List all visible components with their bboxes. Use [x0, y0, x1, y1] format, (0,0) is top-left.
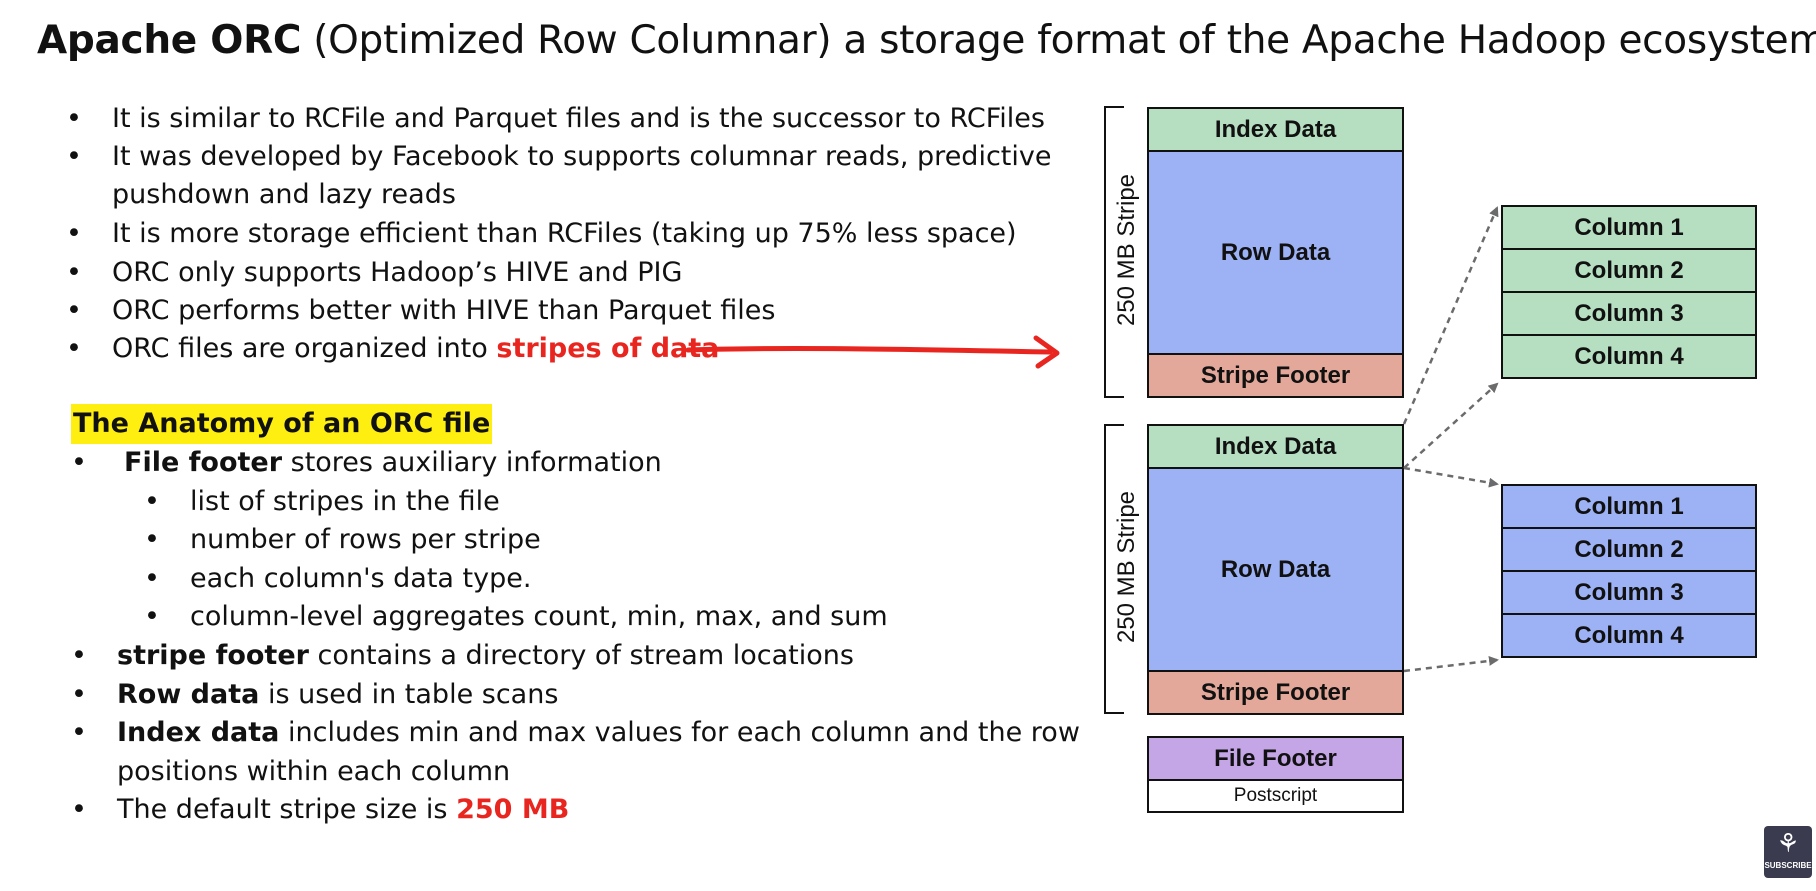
bullet-index-data-continuation: positions within each column — [117, 756, 511, 787]
index-column-3: Column 3 — [1501, 291, 1757, 336]
title-rest: (Optimized Row Columnar) a storage forma… — [301, 18, 1816, 63]
bullet-item: •It was developed by Facebook to support… — [66, 141, 1052, 172]
stripe-1-bracket — [1104, 106, 1124, 398]
bullet-default-size: •The default stripe size is 250 MB — [71, 794, 570, 825]
bullet-index-data: •Index data includes min and max values … — [71, 717, 1080, 748]
default-size-highlight: 250 MB — [456, 794, 570, 825]
flame-icon: ⚘ — [1776, 828, 1800, 858]
title-bold: Apache ORC — [37, 18, 302, 63]
arrow-to-index-columns-bottom — [1403, 382, 1499, 469]
bullet-item: •It is similar to RCFile and Parquet fil… — [66, 103, 1045, 134]
bullet-stripe-footer: •stripe footer contains a directory of s… — [71, 640, 854, 671]
slide-title: Apache ORC (Optimized Row Columnar) a st… — [37, 18, 1816, 63]
subscribe-badge[interactable]: ⚘ SUBSCRIBE — [1764, 826, 1812, 878]
arrow-to-row-columns-bottom — [1403, 655, 1499, 673]
bullet-item-continuation: pushdown and lazy reads — [112, 179, 456, 210]
bullet-item: •ORC performs better with HIVE than Parq… — [66, 295, 776, 326]
sub-bullet: •column-level aggregates count, min, max… — [144, 601, 888, 632]
row-column-4: Column 4 — [1501, 613, 1757, 658]
red-arrow — [685, 346, 1053, 355]
row-column-1: Column 1 — [1501, 484, 1757, 529]
stripe-2-bracket — [1104, 424, 1124, 714]
sub-bullet: •list of stripes in the file — [144, 486, 500, 517]
sub-bullet: •each column's data type. — [144, 563, 532, 594]
file-footer-box: File Footer — [1147, 736, 1404, 781]
arrow-to-row-columns-top — [1403, 466, 1499, 488]
bullet-item: •ORC only supports Hadoop’s HIVE and PIG — [66, 257, 683, 288]
bullet-item-stripes: •ORC files are organized into stripes of… — [66, 333, 720, 364]
stripes-highlight: stripes of data — [496, 333, 720, 364]
stripe-2-row-data: Row Data — [1147, 467, 1404, 672]
stripe-1-row-data: Row Data — [1147, 150, 1404, 355]
bullet-file-footer: •File footer stores auxiliary informatio… — [71, 447, 662, 478]
postscript-box: Postscript — [1147, 779, 1404, 813]
sub-bullet: •number of rows per stripe — [144, 524, 541, 555]
anatomy-heading: The Anatomy of an ORC file — [71, 404, 493, 444]
red-arrow-head — [1033, 335, 1060, 369]
bullet-item: •It is more storage efficient than RCFil… — [66, 218, 1017, 249]
arrow-to-index-columns-top — [1402, 206, 1499, 425]
stripe-2-footer: Stripe Footer — [1147, 670, 1404, 715]
stripe-1-footer: Stripe Footer — [1147, 353, 1404, 398]
subscribe-label: SUBSCRIBE — [1764, 861, 1812, 870]
bullet-row-data: •Row data is used in table scans — [71, 679, 559, 710]
index-column-2: Column 2 — [1501, 248, 1757, 293]
index-column-4: Column 4 — [1501, 334, 1757, 379]
